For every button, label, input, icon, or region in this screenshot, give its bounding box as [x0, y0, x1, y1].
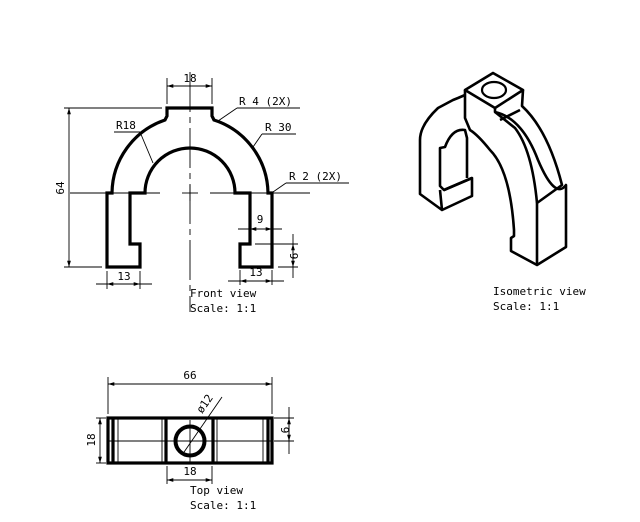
- dim-slot-height: 9: [255, 234, 300, 278]
- iso-band-top: [499, 108, 521, 122]
- dim-depth: 18: [85, 417, 106, 464]
- dim-height: 64: [54, 107, 162, 268]
- dim-label: R18: [116, 119, 136, 132]
- dim-label: R 30: [265, 121, 292, 134]
- dim-label: 9: [257, 213, 264, 226]
- dim-fillet-bottom: R 2 (2X): [272, 170, 349, 193]
- dim-label: 18: [85, 433, 98, 446]
- dim-label: R 4 (2X): [239, 95, 292, 108]
- iso-back-leg: [438, 176, 473, 211]
- top-view-title: Top view: [190, 484, 243, 497]
- dim-label: 18: [183, 72, 196, 85]
- dim-label: 9: [278, 427, 291, 434]
- top-view: 66 18 9 18 ø12 Top view Sc: [85, 369, 294, 512]
- dim-label: ø12: [194, 392, 216, 416]
- iso-outer-arch: [520, 89, 564, 265]
- iso-back-arch: [418, 93, 474, 212]
- top-view-scale: Scale: 1:1: [190, 499, 256, 512]
- front-view-title: Front view: [190, 287, 257, 300]
- iso-top-face: [463, 71, 525, 110]
- dim-outer-radius: R 30: [252, 121, 296, 148]
- dim-top-width: 18: [166, 72, 213, 104]
- dim-leg-width-right: 13: [228, 266, 284, 285]
- isometric-view-title: Isometric view: [493, 285, 586, 298]
- dim-fillet-top: R 4 (2X): [217, 95, 300, 122]
- dim-label: 13: [117, 270, 130, 283]
- isometric-view-scale: Scale: 1:1: [493, 300, 559, 313]
- top-view-outline: [106, 416, 274, 465]
- front-view: 18 64 R18 R 4 (2X) R 30: [54, 72, 349, 315]
- dim-label: 64: [54, 181, 67, 195]
- iso-front-arch: [463, 90, 568, 267]
- dim-label: 9: [287, 253, 300, 260]
- hole-circle: [173, 424, 207, 458]
- dim-label: 18: [183, 465, 196, 478]
- dim-label: R 2 (2X): [289, 170, 342, 183]
- dim-inner-radius: R18: [114, 119, 154, 164]
- dim-hole-offset: 9: [274, 407, 294, 454]
- dim-label: 13: [249, 266, 262, 279]
- front-view-scale: Scale: 1:1: [190, 302, 256, 315]
- dim-slot-width: 9: [238, 213, 282, 231]
- dim-center-width: 18: [166, 465, 213, 484]
- isometric-view: Isometric view Scale: 1:1: [418, 71, 586, 313]
- iso-inner-edge: [494, 110, 539, 204]
- iso-hole: [480, 80, 508, 100]
- dim-overall-length: 66: [107, 369, 273, 414]
- dim-leg-width-left: 13: [96, 270, 152, 289]
- dim-label: 66: [183, 369, 196, 382]
